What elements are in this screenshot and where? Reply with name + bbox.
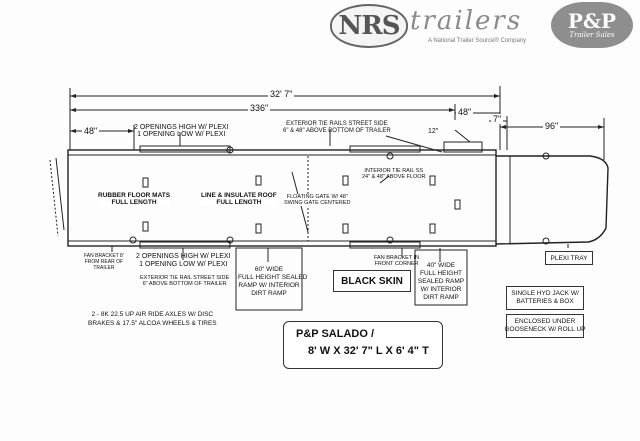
dim-neck-96: 96" (543, 121, 561, 131)
callout-line: 2 OPENINGS HIGH W/ PLEXI (134, 124, 229, 131)
window-openings-top (139, 145, 231, 153)
callout-fan-bracket-front: FAN BRACKET IN FRONT CORNER (374, 255, 419, 267)
callout-axles: 2 - 8K 22.5 UP AIR RIDE AXLES W/ DISC BR… (88, 310, 217, 328)
dim-body-length: 336" (248, 103, 271, 113)
dim-rear-48: 48" (456, 107, 474, 117)
callout-openings-bottom: 2 OPENINGS HIGH W/ PLEXI 1 OPENING LOW W… (136, 253, 231, 269)
callout-line: 24" & 48" ABOVE FLOOR (362, 174, 426, 180)
pp-logo-main: P&P (567, 9, 617, 33)
callout-jack: SINGLE HYD JACK W/ BATTERIES & BOX (506, 286, 584, 310)
callout-line: RUBBER FLOOR MATS (98, 192, 171, 199)
callout-line: FLOATING GATE W/ 48" (286, 194, 348, 200)
callout-line: EXTERIOR TIE RAIL STREET SIDE (140, 275, 230, 281)
callout-ramp-40: 40" WIDE FULL HEIGHT SEALED RAMP W/ INTE… (417, 262, 465, 302)
callout-line: DIRT RAMP (251, 290, 287, 297)
callout-line: FULL LENGTH (216, 199, 262, 206)
callout-line: EXTERIOR TIE RAILS STREET SIDE (286, 121, 388, 127)
callout-rubber-mats: RUBBER FLOOR MATS FULL LENGTH (98, 192, 171, 206)
callout-ramp-60: 60" WIDE FULL HEIGHT SEALED RAMP W/ INTE… (238, 266, 308, 298)
window-openings-bottom-2 (349, 241, 421, 249)
callout-line: FULL HEIGHT SEALED (238, 274, 308, 281)
callout-line: FULL HEIGHT (419, 270, 462, 277)
callout-line: FULL LENGTH (111, 199, 157, 206)
callout-line: SWING GATE CENTERED (284, 200, 351, 206)
nrs-logo: NRS (330, 4, 408, 48)
dim-rear-12: 12" (426, 128, 441, 135)
callout-line: PLEXI TRAY (550, 254, 588, 262)
pp-logo-sub: Trailer Sales (569, 31, 615, 39)
callout-line: SINGLE HYD JACK W/ (511, 290, 579, 297)
callout-line: DIRT RAMP (423, 294, 459, 301)
callout-line: FROM REAR OF (84, 259, 124, 265)
callout-line: BRAKES & 17.5" ALCOA WHEELS & TIRES (88, 320, 217, 327)
callout-black-skin: BLACK SKIN (333, 270, 411, 292)
callout-enclosed-under: ENCLOSED UNDER GOOSENECK W/ ROLL UP (504, 314, 586, 338)
callout-line: GOOSENECK W/ ROLL UP (504, 326, 586, 333)
gooseneck-outline (495, 155, 609, 245)
callout-insulate-roof: LINE & INSULATE ROOF FULL LENGTH (201, 192, 277, 206)
callout-line: FRONT CORNER (374, 261, 419, 267)
callout-line: BLACK SKIN (341, 275, 403, 287)
callout-line: 2 - 8K 22.5 UP AIR RIDE AXLES W/ DISC (91, 311, 214, 318)
callout-line: 60" WIDE (254, 266, 284, 273)
callout-openings-top: 2 OPENINGS HIGH W/ PLEXI 1 OPENING LOW W… (134, 124, 229, 138)
callout-line: BATTERIES & BOX (516, 298, 574, 305)
callout-line: FAN BRACKET 8' (84, 253, 124, 259)
callout-line: ENCLOSED UNDER (514, 318, 576, 325)
callout-plexi-tray: PLEXI TRAY (545, 251, 593, 265)
callout-line: 2 OPENINGS HIGH W/ PLEXI (136, 253, 231, 260)
callout-line: 1 OPENING LOW W/ PLEXI (139, 261, 228, 268)
dim-front-48: 48" (82, 126, 100, 136)
ramp-60-box (235, 247, 303, 311)
callout-line: SEALED RAMP (417, 278, 465, 285)
callout-line: 40" WIDE (426, 262, 456, 269)
callout-line: W/ INTERIOR (420, 286, 462, 293)
title-line-2: 8' W X 32' 7" L X 6' 4" T (308, 345, 429, 357)
callout-line: FAN BRACKET IN (374, 255, 420, 261)
callout-line: INTERIOR TIE RAIL SS (364, 168, 424, 174)
callout-line: TRAILER (93, 265, 115, 271)
rear-door (55, 157, 65, 231)
title-box: P&P SALADO / 8' W X 32' 7" L X 6' 4" T (283, 321, 443, 369)
callout-line: 1 OPENING LOW W/ PLEXI (137, 131, 226, 138)
dim-gooseneck-7: 7" (491, 114, 504, 124)
company-tagline: A National Trailer Source® Company (428, 38, 527, 44)
callout-interior-tie-rail: INTERIOR TIE RAIL SS 24" & 48" ABOVE FLO… (362, 168, 426, 180)
dim-overall-length: 32' 7" (268, 89, 295, 99)
callout-tie-rails-curb: EXTERIOR TIE RAIL STREET SIDE 6" ABOVE B… (140, 275, 229, 287)
callout-line: 6" & 48" ABOVE BOTTOM OF TRAILER (283, 128, 391, 134)
pp-trailer-sales-logo: P&P Trailer Sales (551, 2, 633, 48)
callout-floating-gate: FLOATING GATE W/ 48" SWING GATE CENTERED (284, 194, 351, 206)
callout-fan-bracket-rear: FAN BRACKET 8' FROM REAR OF TRAILER (84, 253, 124, 271)
callout-line: LINE & INSULATE ROOF (201, 192, 277, 199)
window-openings-bottom (139, 241, 231, 249)
callout-line: RAMP W/ INTERIOR (238, 282, 300, 289)
trailers-wordmark: trailers (410, 6, 523, 36)
window-openings-top-2 (349, 145, 421, 153)
callout-tie-rails-street: EXTERIOR TIE RAILS STREET SIDE 6" & 48" … (283, 121, 391, 135)
title-line-1: P&P SALADO / (296, 328, 375, 340)
callout-line: 6" ABOVE BOTTOM OF TRAILER (142, 281, 227, 287)
nrs-logo-text: NRS (338, 11, 400, 41)
ramp-40-box (414, 249, 468, 306)
